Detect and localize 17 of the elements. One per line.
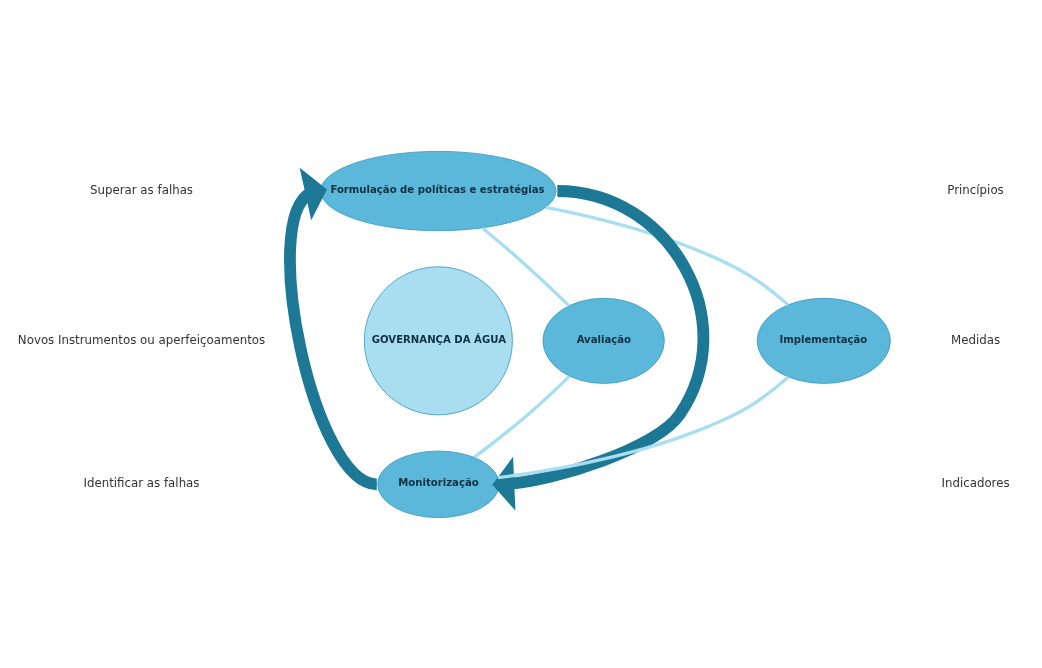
label: Superar as falhas — [89, 182, 194, 197]
connector — [497, 375, 790, 479]
connector — [481, 226, 571, 307]
node-circle: GOVERNANÇA DA ÁGUA — [363, 265, 513, 415]
label: Indicadores — [941, 475, 1010, 490]
node-ellipse: Monitorização — [377, 450, 500, 518]
label: Medidas — [951, 332, 1001, 347]
node-ellipse: Formulação de políticas e estratégias — [320, 150, 557, 231]
connector — [545, 205, 790, 306]
node-ellipse: Avaliação — [542, 297, 665, 384]
arrow — [492, 184, 710, 511]
label: Identificar as falhas — [83, 475, 200, 490]
connector — [473, 374, 571, 459]
label: Princípios — [947, 182, 1004, 197]
node-ellipse: Implementação — [756, 297, 891, 384]
label: Novos Instrumentos ou aperfeiçoamentos — [17, 332, 266, 347]
arrow — [284, 167, 379, 490]
